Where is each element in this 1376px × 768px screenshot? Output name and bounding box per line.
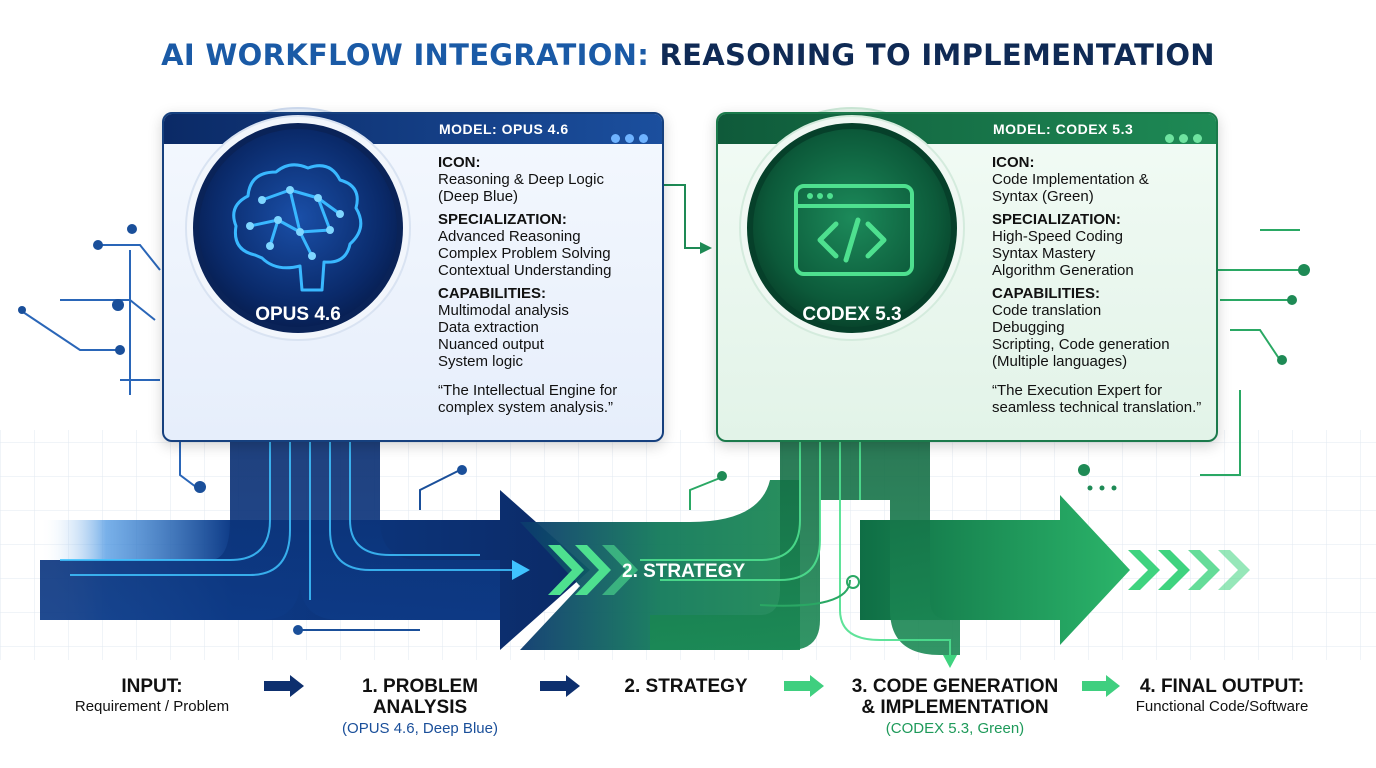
- title-part-2: REASONING TO IMPLEMENTATION: [659, 38, 1215, 72]
- cyan-arrow: [512, 560, 530, 580]
- codex-spec-heading: SPECIALIZATION:: [992, 211, 1121, 228]
- opus-spec-line: Contextual Understanding: [438, 262, 612, 279]
- opus-quote-line: “The Intellectual Engine for: [438, 382, 618, 399]
- opus-circle-label: OPUS 4.6: [255, 304, 341, 325]
- opus-panel-header: MODEL: OPUS 4.6: [164, 114, 662, 144]
- left-circuit-decoration: [19, 244, 201, 491]
- codex-model-panel: MODEL: CODEX 5.3 ICON: Code Implementati…: [716, 112, 1218, 442]
- codex-panel-header: MODEL: CODEX 5.3: [718, 114, 1216, 144]
- codex-quote-line: “The Execution Expert for: [992, 382, 1163, 399]
- codex-cap-heading: CAPABILITIES:: [992, 285, 1101, 302]
- stage-codegen-label-1: 3. CODE GENERATION: [851, 676, 1059, 697]
- opus-cap-heading: CAPABILITIES:: [438, 285, 547, 302]
- codex-panel-content: ICON: Code Implementation & Syntax (Gree…: [992, 154, 1212, 416]
- codex-spec-line: Syntax Mastery: [992, 245, 1096, 262]
- codex-icon-line: Code Implementation &: [992, 171, 1149, 188]
- codex-quote-line: seamless technical translation.”: [992, 399, 1202, 416]
- green-node: [717, 471, 727, 481]
- connector-line: [660, 184, 700, 249]
- opus-cap-line: Data extraction: [438, 319, 539, 336]
- title-part-1: AI WORKFLOW INTEGRATION:: [161, 38, 650, 72]
- codex-panel-title: MODEL: CODEX 5.3: [993, 121, 1134, 137]
- codex-spec-line: Algorithm Generation: [992, 262, 1134, 279]
- page-title: AI WORKFLOW INTEGRATION: REASONING TO IM…: [0, 38, 1376, 72]
- output-chevrons: [1128, 550, 1250, 590]
- codex-spec-line: High-Speed Coding: [992, 228, 1123, 245]
- green-node: [846, 575, 860, 589]
- opus-cap-line: Nuanced output: [438, 336, 544, 353]
- strategy-flow-band: [520, 480, 800, 650]
- opus-icon-heading: ICON:: [438, 154, 481, 171]
- codex-cap-line: Code translation: [992, 302, 1102, 319]
- stage-output-label: 4. FINAL OUTPUT:: [1139, 676, 1305, 697]
- opus-cap-line: Multimodal analysis: [438, 302, 569, 319]
- codex-icon-line: Syntax (Green): [992, 188, 1094, 205]
- opus-spec-heading: SPECIALIZATION:: [438, 211, 567, 228]
- stage-analysis-label-1: 1. PROBLEM: [361, 676, 479, 697]
- opus-quote-line: complex system analysis.”: [438, 399, 614, 416]
- stage-codegen-sub: (CODEX 5.3, Green): [885, 720, 1025, 737]
- codex-circle-label: CODEX 5.3: [802, 304, 902, 325]
- opus-model-panel: MODEL: OPUS 4.6 ICON: Reasoning & Deep L…: [162, 112, 664, 442]
- opus-spec-line: Complex Problem Solving: [438, 245, 611, 262]
- codex-icon-heading: ICON:: [992, 154, 1035, 171]
- window-dots-icon: [1160, 123, 1202, 153]
- feedback-node: [293, 625, 303, 635]
- window-dots-icon: [606, 123, 648, 153]
- down-arrow: [943, 655, 957, 668]
- stage-output-sub: Functional Code/Software: [1135, 698, 1309, 715]
- opus-cap-line: System logic: [438, 353, 524, 370]
- stage-input-sub: Requirement / Problem: [74, 698, 230, 715]
- opus-icon-line: (Deep Blue): [438, 188, 519, 205]
- codex-cap-line: Debugging: [992, 319, 1065, 336]
- stage-codegen-label-2: & IMPLEMENTATION: [861, 697, 1049, 718]
- feedback-lines: [300, 469, 461, 631]
- opus-spec-line: Advanced Reasoning: [438, 228, 581, 245]
- codex-cap-line: (Multiple languages): [992, 353, 1128, 370]
- right-circuit-nodes: [1078, 264, 1310, 491]
- strategy-chevrons: [548, 545, 638, 595]
- stage-analysis-sub: (OPUS 4.6, Deep Blue): [342, 720, 498, 737]
- stage-strategy-label: 2. STRATEGY: [624, 676, 748, 697]
- stage-analysis-label-2: ANALYSIS: [372, 697, 468, 718]
- stage-input-label: INPUT:: [121, 676, 183, 697]
- left-circuit-nodes: [18, 224, 206, 493]
- opus-icon-line: Reasoning & Deep Logic: [438, 171, 604, 188]
- right-circuit-decoration: [1200, 229, 1300, 476]
- strategy-inline-label: 2. STRATEGY: [622, 561, 746, 582]
- connector-arrow: [700, 242, 712, 254]
- codex-cap-line: Scripting, Code generation: [992, 336, 1170, 353]
- opus-panel-content: ICON: Reasoning & Deep Logic (Deep Blue)…: [438, 154, 658, 416]
- opus-panel-title: MODEL: OPUS 4.6: [439, 121, 569, 137]
- feedback-node: [457, 465, 467, 475]
